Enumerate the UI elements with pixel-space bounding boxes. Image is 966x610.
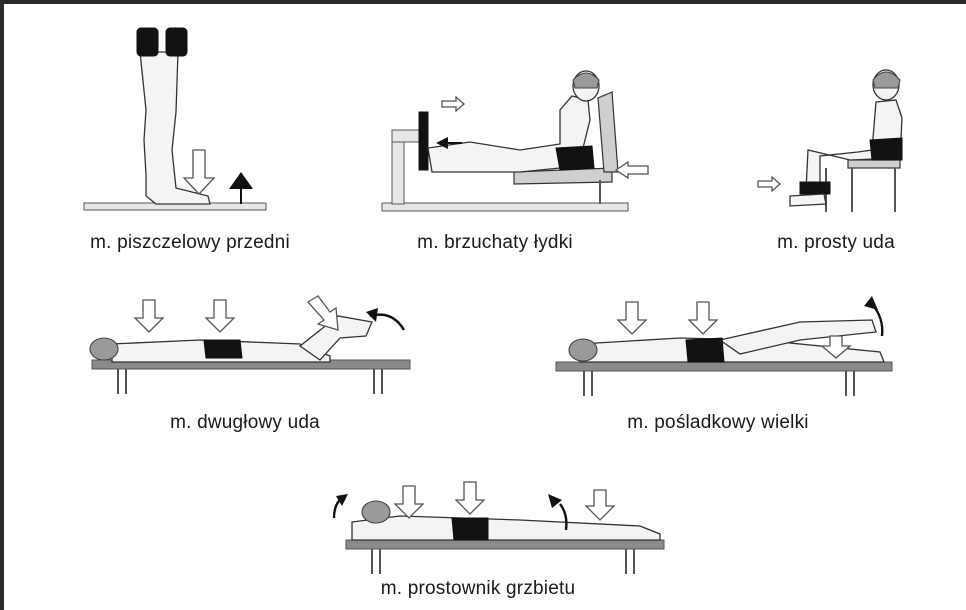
head (90, 338, 118, 360)
caption-gastrocnemius: m. brzuchaty łydki (417, 232, 573, 254)
erector-illustration (334, 482, 664, 574)
stool-top (848, 160, 900, 168)
prone-body (352, 516, 660, 540)
machine-arm (392, 130, 422, 142)
rotation-arrow-head-right (548, 494, 562, 508)
down-arrow-2 (689, 302, 717, 334)
up-arrow-head (229, 172, 253, 189)
biceps-illustration (90, 296, 410, 394)
caption-erector: m. prostownik grzbietu (381, 578, 575, 600)
head (569, 339, 597, 361)
foot-pad (419, 112, 428, 170)
shorts (204, 340, 242, 358)
caption-biceps: m. dwugłowy uda (170, 412, 320, 434)
shorts (870, 138, 902, 160)
back-arrow (616, 162, 648, 178)
machine-post (392, 140, 404, 204)
tibialis-illustration (84, 28, 266, 210)
shorts (556, 146, 594, 170)
diagonal-arrow (308, 296, 338, 330)
down-arrow-2 (206, 300, 234, 332)
down-arrow-2 (456, 482, 484, 514)
bench (556, 362, 892, 371)
down-arrow-1 (395, 486, 423, 518)
caption-rectus: m. prosty uda (777, 232, 895, 254)
backrest (598, 92, 618, 172)
shorts-right (166, 28, 187, 56)
rectus-illustration (758, 70, 902, 212)
head (362, 501, 390, 523)
down-arrow-1 (618, 302, 646, 334)
shorts (686, 338, 724, 362)
rotation-arrow-head (366, 308, 378, 322)
caption-gluteus: m. pośladkowy wielki (627, 412, 808, 434)
gastrocnemius-illustration (382, 71, 648, 211)
gluteus-illustration (556, 296, 892, 396)
foot (790, 194, 826, 206)
shorts-left (137, 28, 158, 56)
down-arrow-1 (135, 300, 163, 332)
shorts (452, 518, 488, 540)
down-arrow (184, 150, 214, 194)
caption-tibialis: m. piszczelowy przedni (90, 232, 290, 254)
bench (346, 540, 664, 549)
machine-base (382, 203, 628, 211)
down-arrow-3 (586, 490, 614, 520)
ankle-strap (800, 182, 830, 194)
rotation-arrow-head (864, 296, 878, 310)
right-arrow (758, 177, 780, 191)
right-arrow (442, 97, 464, 111)
